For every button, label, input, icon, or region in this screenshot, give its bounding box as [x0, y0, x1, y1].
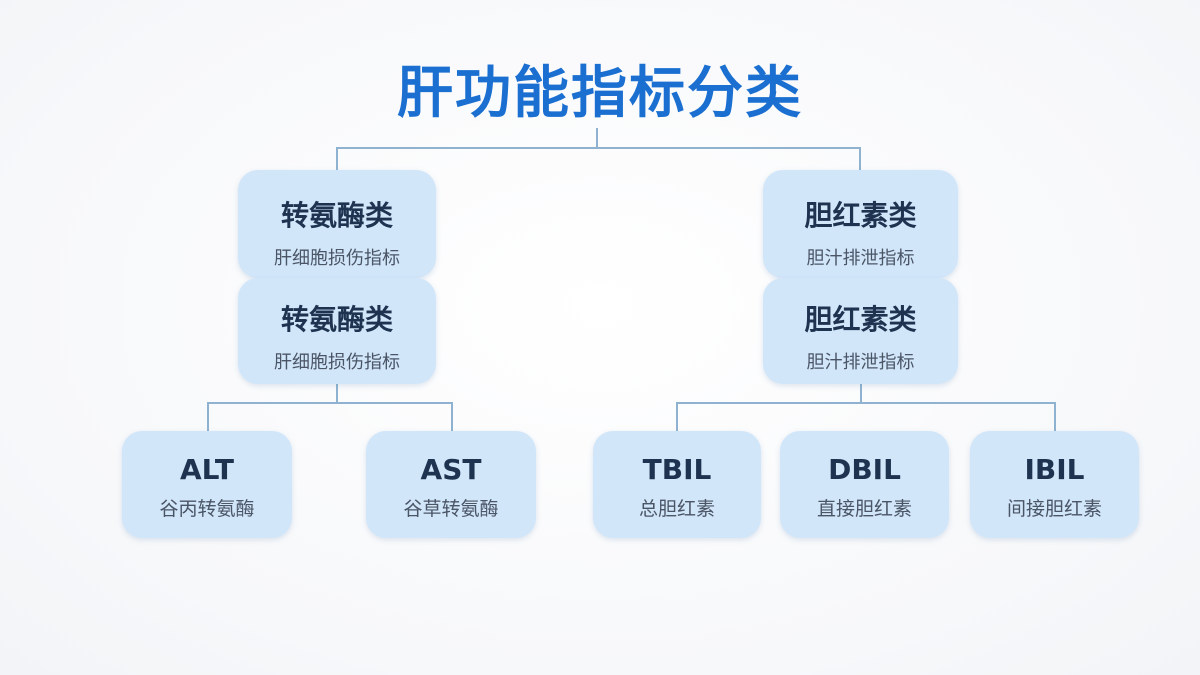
category-description: 肝细胞损伤指标 — [274, 248, 400, 269]
indicator-code: AST — [420, 453, 482, 486]
connector-root-to-categories — [336, 128, 861, 172]
indicator-node-tbil: TBIL 总胆红素 — [593, 431, 761, 538]
indicator-code: IBIL — [1024, 453, 1085, 486]
category-name: 胆红素类 — [804, 303, 917, 336]
connector-transaminase-children — [207, 384, 453, 432]
category-node-transaminase-duplicate: 转氨酶类 肝细胞损伤指标 — [238, 278, 436, 384]
indicator-code: DBIL — [828, 453, 901, 486]
indicator-node-dbil: DBIL 直接胆红素 — [780, 431, 949, 538]
category-description: 肝细胞损伤指标 — [274, 352, 400, 373]
indicator-node-ibil: IBIL 间接胆红素 — [970, 431, 1139, 538]
category-name: 转氨酶类 — [280, 199, 393, 232]
indicator-name: 谷草转氨酶 — [403, 498, 499, 520]
indicator-name: 谷丙转氨酶 — [159, 498, 255, 520]
category-node-transaminase: 转氨酶类 肝细胞损伤指标 — [238, 170, 436, 278]
indicator-code: ALT — [180, 453, 234, 486]
category-node-bilirubin-duplicate: 胆红素类 胆汁排泄指标 — [763, 278, 958, 384]
category-node-bilirubin: 胆红素类 胆汁排泄指标 — [763, 170, 958, 278]
diagram-title: 肝功能指标分类 — [397, 61, 803, 126]
indicator-code: TBIL — [642, 453, 712, 486]
indicator-name: 总胆红素 — [638, 498, 715, 520]
category-name: 转氨酶类 — [280, 303, 393, 336]
indicator-node-alt: ALT 谷丙转氨酶 — [122, 431, 292, 538]
indicator-name: 间接胆红素 — [1006, 498, 1102, 520]
indicator-node-ast: AST 谷草转氨酶 — [366, 431, 536, 538]
connector-bilirubin-children — [676, 384, 1056, 432]
category-description: 胆汁排泄指标 — [806, 352, 915, 373]
category-name: 胆红素类 — [804, 199, 917, 232]
category-description: 胆汁排泄指标 — [806, 248, 915, 269]
indicator-name: 直接胆红素 — [816, 498, 912, 520]
